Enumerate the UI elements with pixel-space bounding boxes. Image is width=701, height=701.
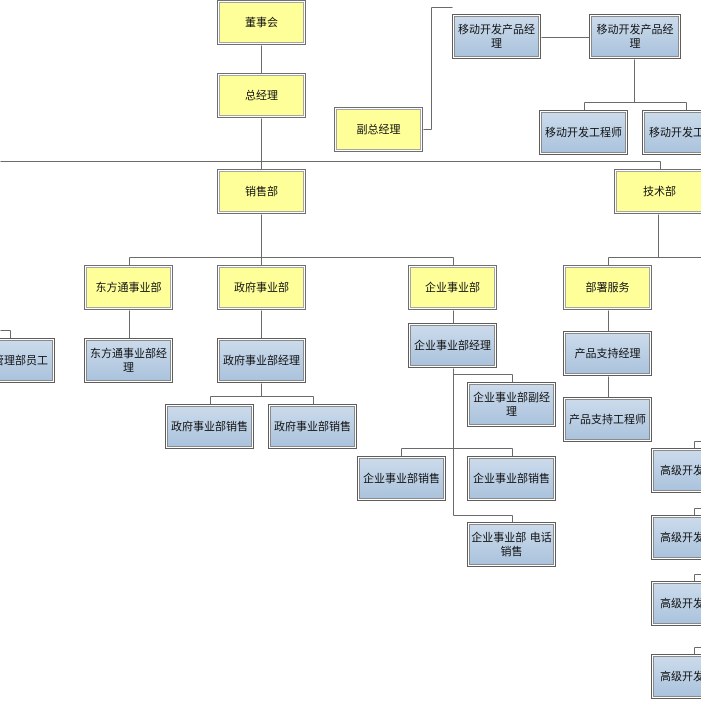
node-vice-general-manager: 副总经理 xyxy=(334,107,423,152)
node-enterprise-phone-sales: 企业事业部 电话销售 xyxy=(467,522,556,567)
node-mobile-engineer-1: 移动开发工程师 xyxy=(539,110,628,155)
node-government-sales-1: 政府事业部销售 xyxy=(165,404,254,449)
node-tech-dept: 技术部 xyxy=(614,169,701,214)
node-enterprise-division: 企业事业部 xyxy=(408,265,497,310)
node-government-division: 政府事业部 xyxy=(217,265,306,310)
node-general-manager: 总经理 xyxy=(217,73,306,118)
node-government-sales-2: 政府事业部销售 xyxy=(268,404,357,449)
node-product-support-engineer: 产品支持工程师 xyxy=(563,397,652,442)
node-dongfangtong-manager: 东方通事业部经理 xyxy=(84,338,173,383)
node-senior-dev-4: 高级开发 xyxy=(651,654,701,699)
node-senior-dev-2: 高级开发 xyxy=(651,515,701,560)
node-deployment-service: 部署服务 xyxy=(563,265,652,310)
node-enterprise-sales-1: 企业事业部销售 xyxy=(357,456,446,501)
node-mobile-pm-2: 移动开发产品经理 xyxy=(589,14,681,59)
node-mobile-engineer-2: 移动开发工 xyxy=(642,110,701,155)
node-sales-dept: 销售部 xyxy=(217,169,306,214)
node-senior-dev-3: 高级开发 xyxy=(651,581,701,626)
node-admin-staff: 管理部员工 xyxy=(0,338,55,383)
node-enterprise-deputy-manager: 企业事业部副经理 xyxy=(467,382,556,427)
node-senior-dev-1: 高级开发 xyxy=(651,448,701,493)
node-dongfangtong-division: 东方通事业部 xyxy=(84,265,173,310)
node-product-support-manager: 产品支持经理 xyxy=(563,331,652,376)
node-enterprise-sales-2: 企业事业部销售 xyxy=(467,456,556,501)
node-government-manager: 政府事业部经理 xyxy=(217,338,306,383)
node-board: 董事会 xyxy=(217,0,306,45)
node-enterprise-manager: 企业事业部经理 xyxy=(408,323,497,368)
node-mobile-pm-1: 移动开发产品经理 xyxy=(452,14,541,59)
